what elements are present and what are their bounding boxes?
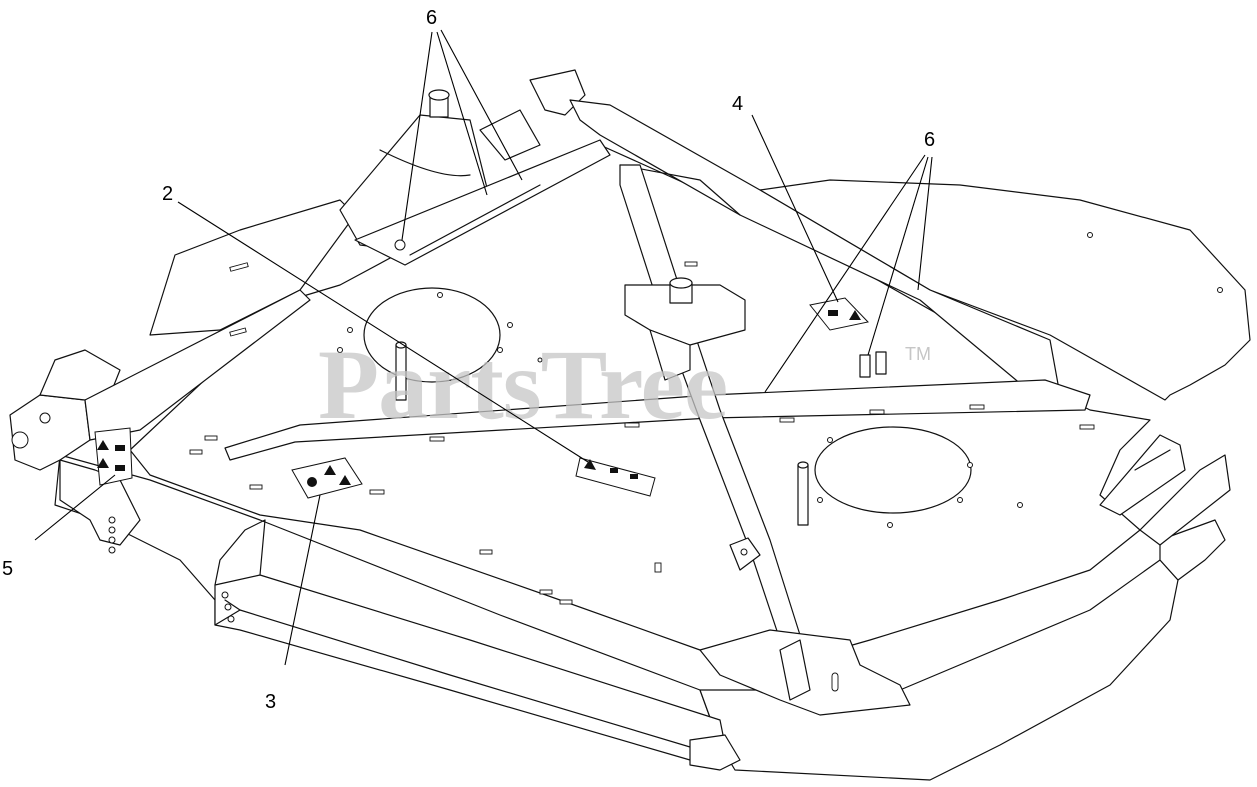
leader-3 xyxy=(284,494,321,666)
left-frame xyxy=(9,289,311,623)
leader-6a-1 xyxy=(401,31,433,241)
front-bracket xyxy=(699,537,911,716)
callouts: 6 4 6 2 5 3 xyxy=(2,7,935,713)
rear-arm-left xyxy=(339,89,611,266)
callout-5: 5 xyxy=(2,558,13,580)
decal-3 xyxy=(291,457,363,499)
leader-4 xyxy=(751,114,839,303)
callout-4: 4 xyxy=(732,93,743,115)
leader-2 xyxy=(177,201,589,463)
right-brackets xyxy=(1099,434,1231,546)
callout-6-right: 6 xyxy=(924,129,935,151)
leader-6a-2 xyxy=(436,31,488,196)
leader-lines xyxy=(34,29,933,666)
callout-6-top: 6 xyxy=(426,7,437,29)
callout-2: 2 xyxy=(162,183,173,205)
leader-6b-2 xyxy=(867,156,929,356)
leader-6a-3 xyxy=(440,29,523,181)
posts xyxy=(395,341,887,526)
leader-6b-3 xyxy=(917,156,933,291)
leader-5 xyxy=(34,474,116,541)
center-spindle xyxy=(624,277,746,381)
front-rail xyxy=(214,519,741,771)
callout-3: 3 xyxy=(265,691,276,713)
surface-holes xyxy=(337,232,1223,528)
decal-2 xyxy=(575,457,656,497)
rear-arm-right xyxy=(479,69,1061,401)
watermark-text: PartsTree xyxy=(318,329,727,440)
watermark-tm: TM xyxy=(905,344,931,364)
decal-4 xyxy=(809,297,869,331)
leader-6b-1 xyxy=(764,154,926,393)
decal-5 xyxy=(94,427,133,486)
watermark: PartsTree TM xyxy=(318,329,931,440)
surface-slots xyxy=(189,261,1095,605)
